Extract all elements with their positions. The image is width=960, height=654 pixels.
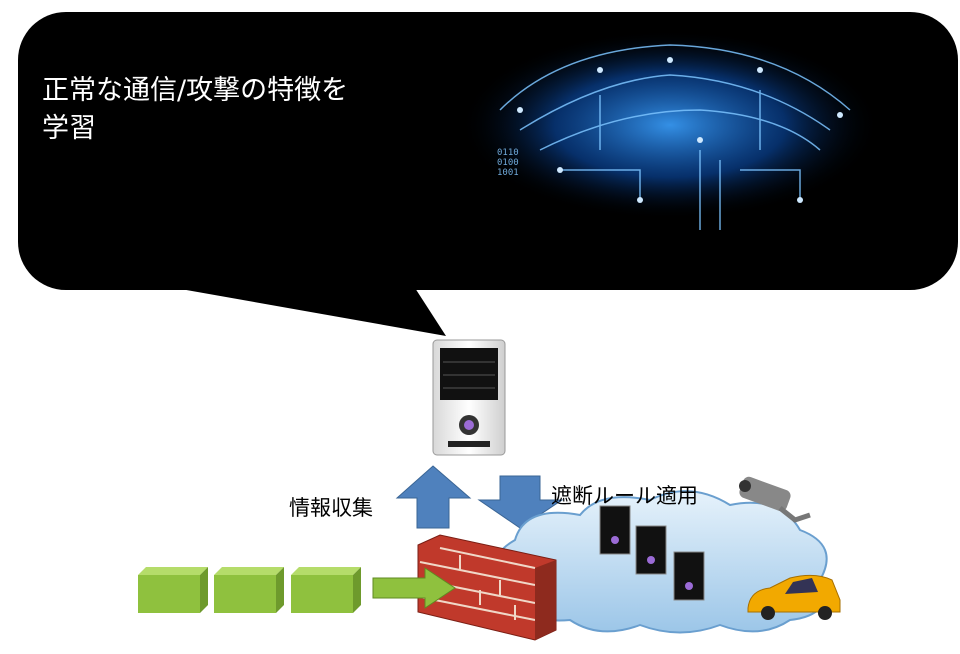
green-arrow-icon xyxy=(372,567,456,609)
label-info-collection: 情報収集 xyxy=(289,496,373,520)
label-apply-block-rule: 遮断ルール適用 xyxy=(551,484,698,508)
bubble-line-2: 学習 xyxy=(42,113,96,144)
binary-2: 1001 xyxy=(497,168,519,178)
bubble-text: 正常な通信/攻撃の特徴を 学習 xyxy=(42,72,422,148)
up-arrow-icon xyxy=(395,465,472,529)
packet-box xyxy=(291,567,361,613)
car-icon xyxy=(747,574,841,620)
packet-boxes xyxy=(138,567,361,613)
packet-box xyxy=(214,567,284,613)
bubble-line-1: 正常な通信/攻撃の特徴を xyxy=(42,75,349,106)
firewall-icon xyxy=(417,534,557,641)
security-camera-icon xyxy=(739,476,811,523)
packet-box xyxy=(138,567,208,613)
binary-1: 0100 xyxy=(497,158,519,168)
brain-circuit-image: 0110 0100 1001 xyxy=(460,30,880,230)
server-icon xyxy=(432,339,506,456)
binary-0: 0110 xyxy=(497,148,519,158)
small-server-icon xyxy=(599,505,705,601)
